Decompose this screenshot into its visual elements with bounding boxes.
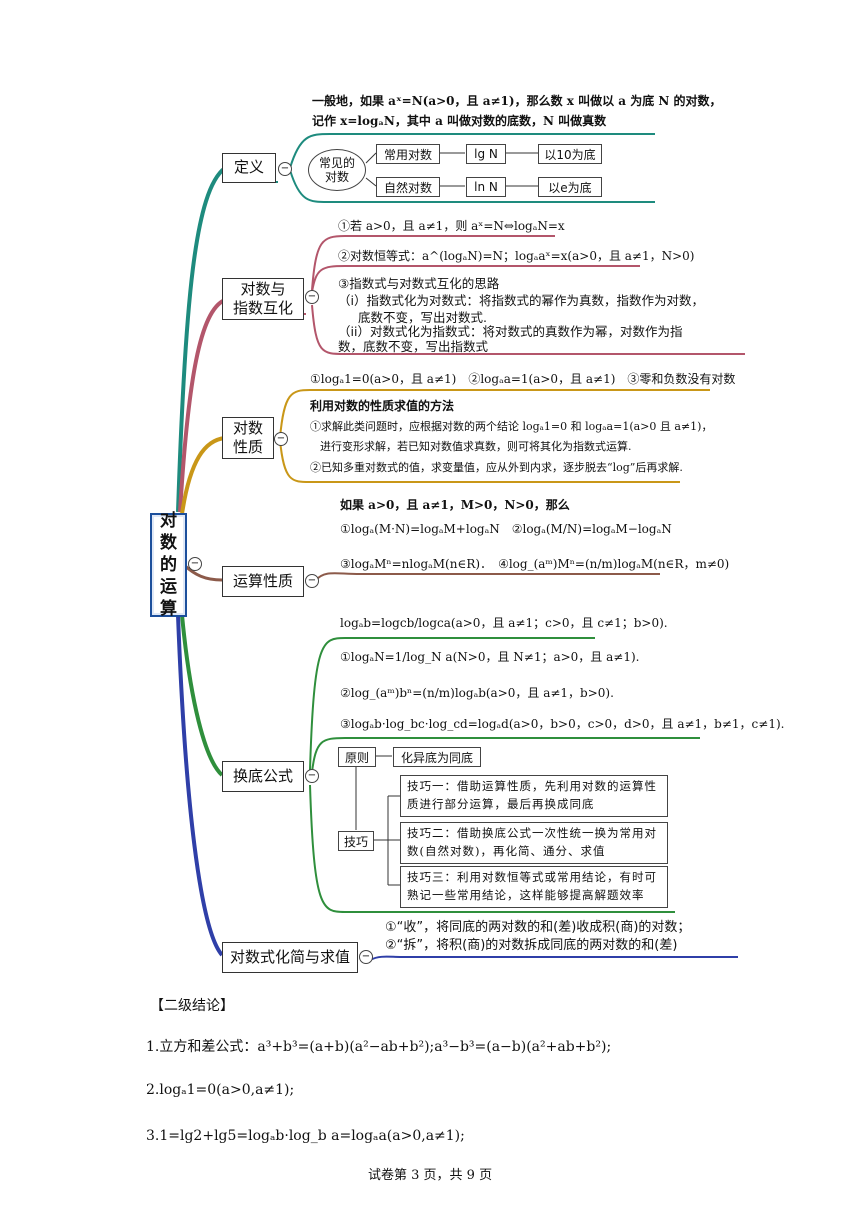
branch-definition[interactable]: 定义 <box>222 153 276 183</box>
property-line-1: ①logₐ1=0(a>0，且 a≠1) ②logₐa=1(a>0，且 a≠1) … <box>310 372 736 386</box>
definition-line-2: 记作 x=logₐN，其中 a 叫做对数的底数，N 叫做真数 <box>312 114 607 128</box>
exchange-collapse-icon[interactable]: − <box>305 290 319 304</box>
common-log-bubble: 常见的 对数 <box>308 149 366 191</box>
exchange-item-1: ①若 a>0，且 a≠1，则 aˣ=N⇔logₐN=x <box>338 219 565 233</box>
branch-simplify-label: 对数式化简与求值 <box>229 947 350 966</box>
exchange-item-3c: （ii）对数式化为指数式：将对数式的真数作为幂，对数作为指 <box>338 324 683 339</box>
exchange-item-3d: 数，底数不变，写出指数式 <box>338 339 489 354</box>
conclusion-2: 2.logₐ1=0(a>0,a≠1); <box>146 1082 295 1098</box>
tip-1: 技巧一：借助运算性质，先利用对数的运算性 质进行部分运算，最后再换成同底 <box>400 775 668 817</box>
root-char: 算 <box>160 599 177 620</box>
exchange-item-3: ③指数式与对数式互化的思路 <box>338 276 500 291</box>
operations-line-1: 如果 a>0，且 a≠1，M>0，N>0，那么 <box>340 498 570 512</box>
natural-log-symbol: ln N <box>466 177 506 197</box>
simplify-collapse-icon[interactable]: − <box>359 950 373 964</box>
branch-operations[interactable]: 运算性质 <box>222 566 304 597</box>
common-log-symbol: lg N <box>466 144 506 164</box>
operations-line-2: ①logₐ(M·N)=logₐM+logₐN ②logₐ(M/N)=logₐM−… <box>340 522 672 536</box>
change-base-collapse-icon[interactable]: − <box>305 769 319 783</box>
principle-text: 化异底为同底 <box>393 747 481 767</box>
tip-2-line: 数(自然对数)，再化简、通分、求值 <box>407 843 606 858</box>
tip-3-line: 熟记一些常用结论，这样能够提高解题效率 <box>407 887 645 902</box>
simplify-line-1: ①“收”，将同底的两对数的和(差)收成积(商)的对数； <box>385 920 691 935</box>
principle-box: 原则 <box>338 747 376 767</box>
root-char: 的 <box>160 554 177 575</box>
root-char: 运 <box>160 577 177 598</box>
root-node[interactable]: 对 数 的 运 算 <box>150 510 187 620</box>
tip-2: 技巧二：借助换底公式一次性统一换为常用对 数(自然对数)，再化简、通分、求值 <box>400 822 668 864</box>
operations-collapse-icon[interactable]: − <box>305 574 319 588</box>
common-log-name: 常用对数 <box>376 144 440 164</box>
change-base-line-4: ③logₐb·log_bc·log_cd=logₐd(a>0，b>0，c>0，d… <box>340 717 785 731</box>
tip-3-line: 技巧三：利用对数恒等式或常用结论，有时可 <box>407 870 657 884</box>
definition-line-1: 一般地，如果 aˣ=N(a>0，且 a≠1)，那么数 x 叫做以 a 为底 N … <box>312 94 722 108</box>
tip-1-line: 质进行部分运算，最后再换成同底 <box>407 796 595 811</box>
root-char: 对 <box>160 510 177 531</box>
property-line-5: ②已知多重对数式的值，求变量值，应从外到内求，逐步脱去“log”后再求解. <box>310 461 683 474</box>
property-collapse-icon[interactable]: − <box>274 432 288 446</box>
natural-log-name: 自然对数 <box>376 177 440 197</box>
change-base-line-2: ①logₐN=1/log_N a(N>0，且 N≠1；a>0，且 a≠1). <box>340 650 640 664</box>
branch-property-label: 对数 <box>232 418 263 437</box>
common-log-label: 对数 <box>324 170 349 184</box>
change-base-line-3: ②log_(aᵐ)bⁿ=(n/m)logₐb(a>0，且 a≠1，b>0). <box>340 686 614 700</box>
branch-exchange-label: 对数与 <box>240 279 286 298</box>
tip-1-line: 技巧一：借助运算性质，先利用对数的运算性 <box>407 779 657 793</box>
property-line-4: 进行变形求解，若已知对数值求真数，则可将其化为指数式运算. <box>320 440 632 453</box>
definition-collapse-icon[interactable]: − <box>278 162 292 176</box>
branch-exchange[interactable]: 对数与 指数互化 <box>222 278 304 320</box>
common-log-base: 以10为底 <box>538 144 602 164</box>
branch-operations-label: 运算性质 <box>232 571 293 590</box>
root-collapse-icon[interactable]: − <box>188 557 202 571</box>
page-footer: 试卷第 3 页，共 9 页 <box>368 1168 493 1183</box>
tip-3: 技巧三：利用对数恒等式或常用结论，有时可 熟记一些常用结论，这样能够提高解题效率 <box>400 866 668 908</box>
skill-box: 技巧 <box>338 831 374 851</box>
property-line-3: ①求解此类问题时，应根据对数的两个结论 logₐ1=0 和 logₐa=1(a>… <box>310 420 713 433</box>
branch-property[interactable]: 对数 性质 <box>222 417 274 459</box>
branch-definition-label: 定义 <box>233 158 264 177</box>
branch-change-base[interactable]: 换底公式 <box>222 761 304 792</box>
change-base-line-1: logₐb=logcb/logca(a>0，且 a≠1；c>0，且 c≠1；b>… <box>340 616 668 630</box>
conclusion-1: 1.立方和差公式：a³+b³=(a+b)(a²−ab+b²);a³−b³=(a−… <box>146 1039 612 1055</box>
branch-simplify[interactable]: 对数式化简与求值 <box>222 942 358 973</box>
branch-exchange-label: 指数互化 <box>232 299 293 317</box>
simplify-line-2: ②“拆”，将积(商)的对数拆成同底的两对数的和(差) <box>385 938 678 953</box>
exchange-item-3a: （i）指数式化为对数式：将指数式的幂作为真数，指数作为对数， <box>338 293 704 308</box>
natural-log-base: 以e为底 <box>538 177 602 197</box>
branch-property-label: 性质 <box>232 438 263 456</box>
common-log-label: 常见的 <box>318 155 355 170</box>
conclusions-heading: 【二级结论】 <box>150 998 234 1014</box>
operations-line-3: ③logₐMⁿ=nlogₐM(n∈R)． ④log_(aᵐ)Mⁿ=(n/m)lo… <box>340 557 730 571</box>
property-line-2: 利用对数的性质求值的方法 <box>310 399 455 413</box>
exchange-item-2: ②对数恒等式：a^(logₐN)=N；logₐaˣ=x(a>0，且 a≠1，N>… <box>338 249 695 263</box>
conclusion-3: 3.1=lg2+lg5=logₐb·log_b a=logₐa(a>0,a≠1)… <box>146 1128 465 1144</box>
root-char: 数 <box>160 532 177 553</box>
exchange-item-3b: 底数不变，写出对数式. <box>358 310 487 325</box>
branch-change-base-label: 换底公式 <box>232 766 293 785</box>
tip-2-line: 技巧二：借助换底公式一次性统一换为常用对 <box>407 826 657 840</box>
